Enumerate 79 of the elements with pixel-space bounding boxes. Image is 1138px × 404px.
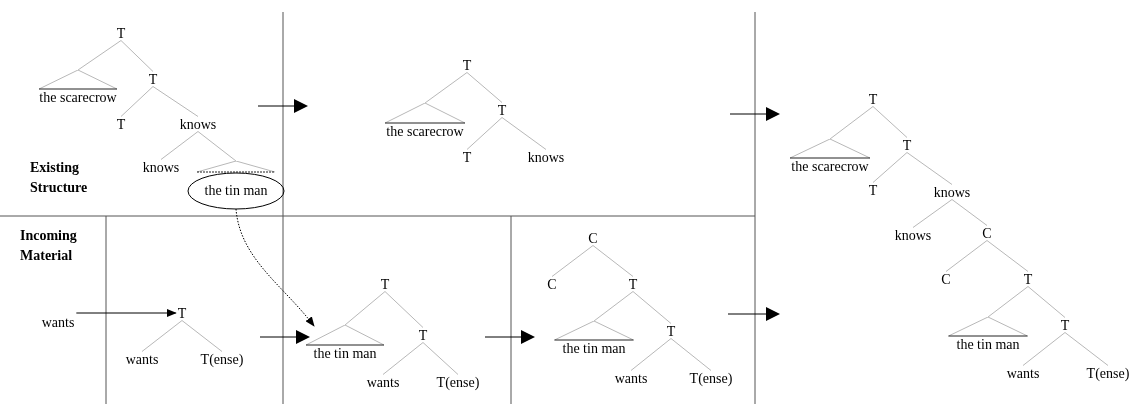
- tree-branch: [197, 131, 237, 162]
- phrase-label: the tin man: [313, 346, 377, 362]
- tree-branch: [424, 72, 468, 104]
- tree-node-label: T: [148, 71, 158, 87]
- tree-branch: [912, 199, 953, 228]
- phrase-label: the scarecrow: [39, 90, 117, 106]
- phrase-label: the tin man: [204, 183, 268, 199]
- tree-node-label: knows: [142, 159, 180, 175]
- phrase-label: the tin man: [956, 337, 1020, 353]
- tree-branch: [1027, 286, 1066, 318]
- tree-node-label: T: [462, 57, 472, 73]
- tree-node-label: C: [941, 271, 951, 287]
- tree-node-label: T(ense): [689, 370, 733, 386]
- circled-phrase-node: [187, 161, 285, 209]
- tree-branch: [382, 342, 424, 375]
- tree-node-label: knows: [527, 149, 565, 165]
- tree-branch: [77, 40, 122, 71]
- tree-branch: [987, 286, 1029, 318]
- tree-branch: [945, 240, 988, 272]
- tree-node-label: C: [547, 276, 557, 292]
- tree-node-label: wants: [1006, 365, 1040, 381]
- tree-branch: [593, 291, 634, 322]
- tree-branch: [630, 338, 672, 371]
- tree-branch: [120, 86, 154, 117]
- tree-node-label: knows: [933, 184, 971, 200]
- tree-node-label: T: [666, 323, 676, 339]
- tree-node-label: T: [868, 182, 878, 198]
- tree-branch: [152, 86, 199, 117]
- tree-node-label: T: [628, 276, 638, 292]
- tree-node-label: wants: [125, 351, 159, 367]
- tree-branch: [422, 342, 459, 375]
- tree-branch: [829, 106, 874, 140]
- tree-node-label: T: [116, 116, 126, 132]
- tree-branch: [466, 117, 503, 150]
- tree-branch: [592, 245, 634, 277]
- tree-branch: [951, 199, 988, 226]
- tree-branch: [986, 240, 1029, 272]
- tree-branch: [1022, 332, 1066, 366]
- tree-branch: [872, 106, 908, 138]
- tree-node-label: C: [982, 225, 992, 241]
- tree-branch: [141, 320, 183, 352]
- tree-node-label: T: [177, 305, 187, 321]
- tree-node-label: T(ense): [436, 374, 480, 390]
- phrase-label: the scarecrow: [791, 159, 869, 175]
- tree-node-label: knows: [179, 116, 217, 132]
- tree-branch: [906, 152, 953, 185]
- tree-branch: [120, 40, 154, 72]
- tree-branch: [872, 152, 908, 183]
- tree-branch: [501, 117, 547, 150]
- tree-node-label: wants: [366, 374, 400, 390]
- tree-branch: [344, 291, 386, 326]
- tree-node-label: T: [418, 327, 428, 343]
- tree-branch: [632, 291, 672, 324]
- tree-node-label: T: [497, 102, 507, 118]
- tree-node-label: T: [868, 91, 878, 107]
- tree-branch: [551, 245, 594, 277]
- phrase-label: the scarecrow: [386, 124, 464, 140]
- tree-node-label: knows: [894, 227, 932, 243]
- tree-node-label: T: [902, 137, 912, 153]
- tree-branch: [466, 72, 503, 103]
- phrase-label: the tin man: [562, 341, 626, 357]
- section-label: Incoming Material: [20, 227, 78, 265]
- tree-node-label: T: [1060, 317, 1070, 333]
- tree-node-label: T: [1023, 271, 1033, 287]
- tree-node-label: T: [462, 149, 472, 165]
- tree-node-label: T: [116, 25, 126, 41]
- tree-branch: [1064, 332, 1109, 366]
- tree-node-label: wants: [614, 370, 648, 386]
- tree-branch: [670, 338, 712, 371]
- tree-node-label: C: [588, 230, 598, 246]
- section-label: Existing Structure: [30, 159, 89, 197]
- arrow: [75, 309, 177, 317]
- tree-node-label: T: [380, 276, 390, 292]
- tree-branch: [160, 131, 199, 160]
- tree-branch: [384, 291, 424, 328]
- tree-branch: [181, 320, 223, 352]
- tree-node-label: T(ense): [200, 351, 244, 367]
- tree-node-label: wants: [41, 314, 75, 330]
- tree-node-label: T(ense): [1086, 365, 1130, 381]
